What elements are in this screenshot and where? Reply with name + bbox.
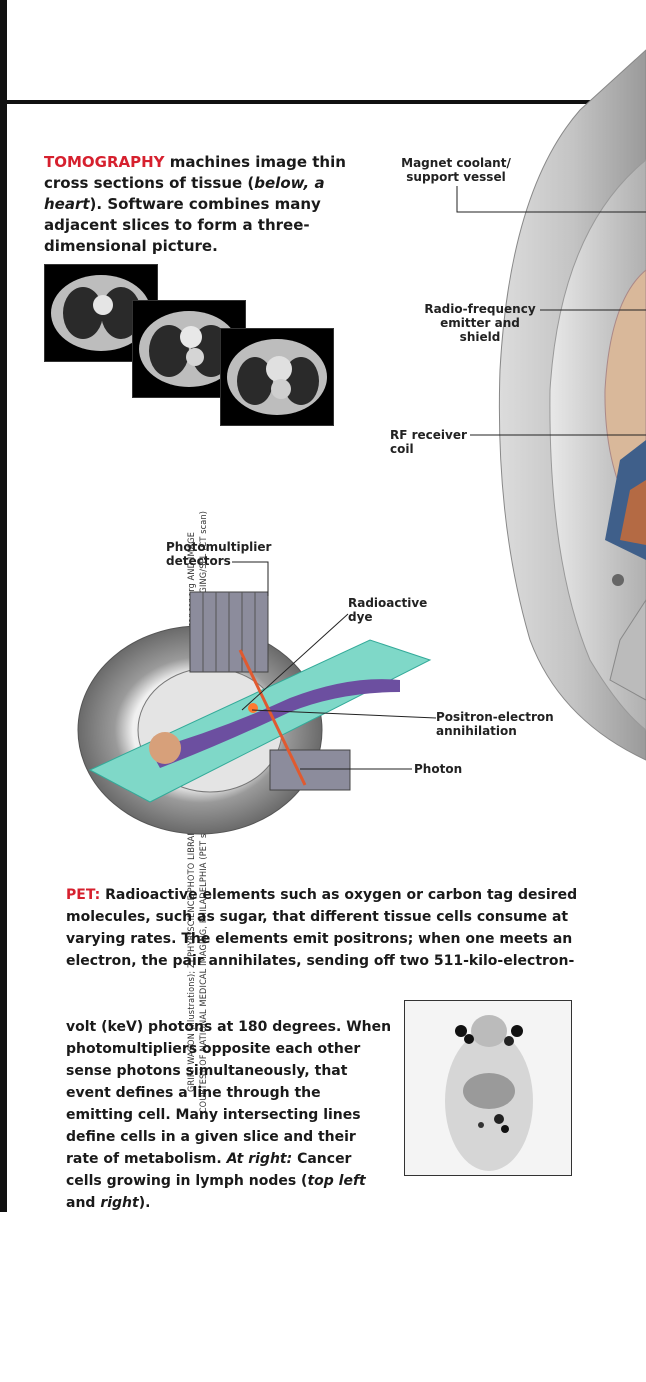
leader-dye bbox=[241, 613, 349, 711]
leader-rf-receiver bbox=[470, 434, 646, 436]
pet-tail-2: ). bbox=[138, 1195, 151, 1211]
heart-slice-3 bbox=[220, 328, 334, 426]
tomography-heading: TOMOGRAPHY bbox=[44, 153, 165, 171]
label-photomultiplier-detectors: Photomultiplier detectors bbox=[166, 540, 272, 568]
pet-heading: PET: bbox=[66, 887, 101, 903]
tomography-paragraph: TOMOGRAPHY machines image thin cross sec… bbox=[44, 152, 374, 257]
pet-right: right bbox=[100, 1195, 139, 1211]
pet-scanner-illustration bbox=[77, 591, 432, 835]
label-rf-receiver: RF receiver coil bbox=[390, 428, 467, 456]
pet-paragraph-narrow: volt (keV) photons at 180 degrees. When … bbox=[66, 1016, 392, 1214]
page-left-border bbox=[0, 0, 7, 1212]
leader-rf-emitter bbox=[540, 309, 646, 311]
leader-photon bbox=[300, 768, 412, 770]
pet-tail-1: Cancer cells growing in lymph nodes ( bbox=[66, 1151, 352, 1189]
pet-scan-image bbox=[404, 1000, 572, 1176]
label-magnet-coolant: Magnet coolant/ support vessel bbox=[401, 156, 511, 184]
leader-annihilation bbox=[252, 709, 437, 719]
pet-and: and bbox=[66, 1195, 101, 1211]
label-photon: Photon bbox=[414, 762, 463, 776]
tomography-italic: below, a heart bbox=[44, 174, 325, 213]
label-positron-electron: Positron-electron annihilation bbox=[436, 710, 554, 738]
pet-top-left: top left bbox=[307, 1173, 366, 1189]
label-radioactive-dye: Radioactive dye bbox=[348, 596, 428, 624]
pet-at-right: At right: bbox=[226, 1151, 293, 1167]
mri-machine-illustration bbox=[498, 49, 646, 761]
pet-text-narrow: volt (keV) photons at 180 degrees. When … bbox=[66, 1019, 392, 1167]
leader-magnet-coolant bbox=[456, 186, 646, 213]
tomography-text-1: machines image thin cross sections of ti… bbox=[44, 153, 346, 192]
tomography-text-2: ). Software combines many adjacent slice… bbox=[44, 195, 321, 255]
label-rf-emitter: Radio-frequency emitter and shield bbox=[424, 302, 536, 344]
leader-detectors bbox=[232, 561, 269, 596]
pet-text-wide: Radioactive elements such as oxygen or c… bbox=[66, 887, 578, 969]
pet-paragraph-wide: PET: Radioactive elements such as oxygen… bbox=[66, 884, 586, 972]
page-top-rule bbox=[0, 100, 600, 104]
